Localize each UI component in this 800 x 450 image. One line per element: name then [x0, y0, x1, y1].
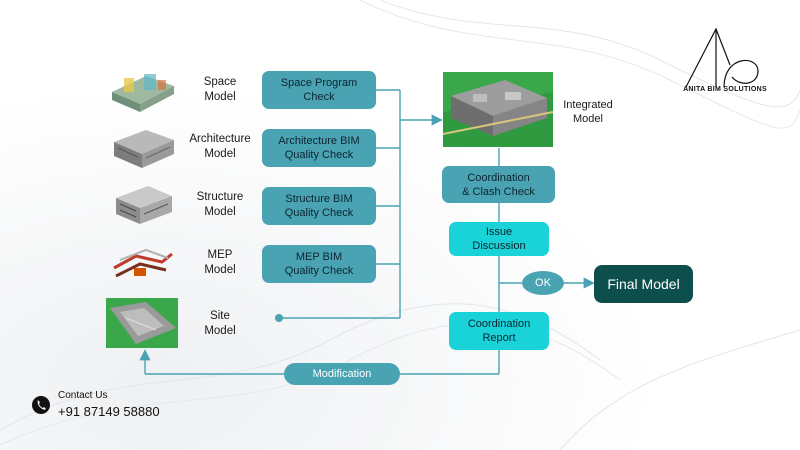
integrated-model-image	[443, 72, 553, 147]
space-model-render-icon	[112, 74, 174, 112]
contact-title: Contact Us	[58, 390, 108, 401]
mep-model-render-icon	[113, 248, 173, 278]
coordination-clash-check: Coordination& Clash Check	[442, 166, 555, 203]
architecture-model-image	[106, 122, 178, 172]
modification-loop: Modification	[284, 363, 400, 385]
brand-name: ANITA BIM SOLUTIONS	[683, 86, 767, 93]
mep-model-image	[106, 238, 178, 288]
site-model-image	[106, 298, 178, 348]
integrated-model-render-icon	[443, 80, 553, 147]
final-model-box: Final Model	[594, 265, 693, 303]
site-model-render-icon	[110, 302, 176, 344]
ok-decision: OK	[522, 271, 564, 295]
space-model-image	[106, 64, 178, 114]
anita-bim-logo-icon	[685, 27, 759, 88]
architecture-model-render-icon	[114, 130, 174, 168]
phone-icon	[32, 396, 50, 414]
structure-model-render-icon	[116, 186, 172, 224]
structure-model-image	[106, 180, 178, 230]
contact-phone[interactable]: +91 87149 58880	[58, 404, 160, 419]
